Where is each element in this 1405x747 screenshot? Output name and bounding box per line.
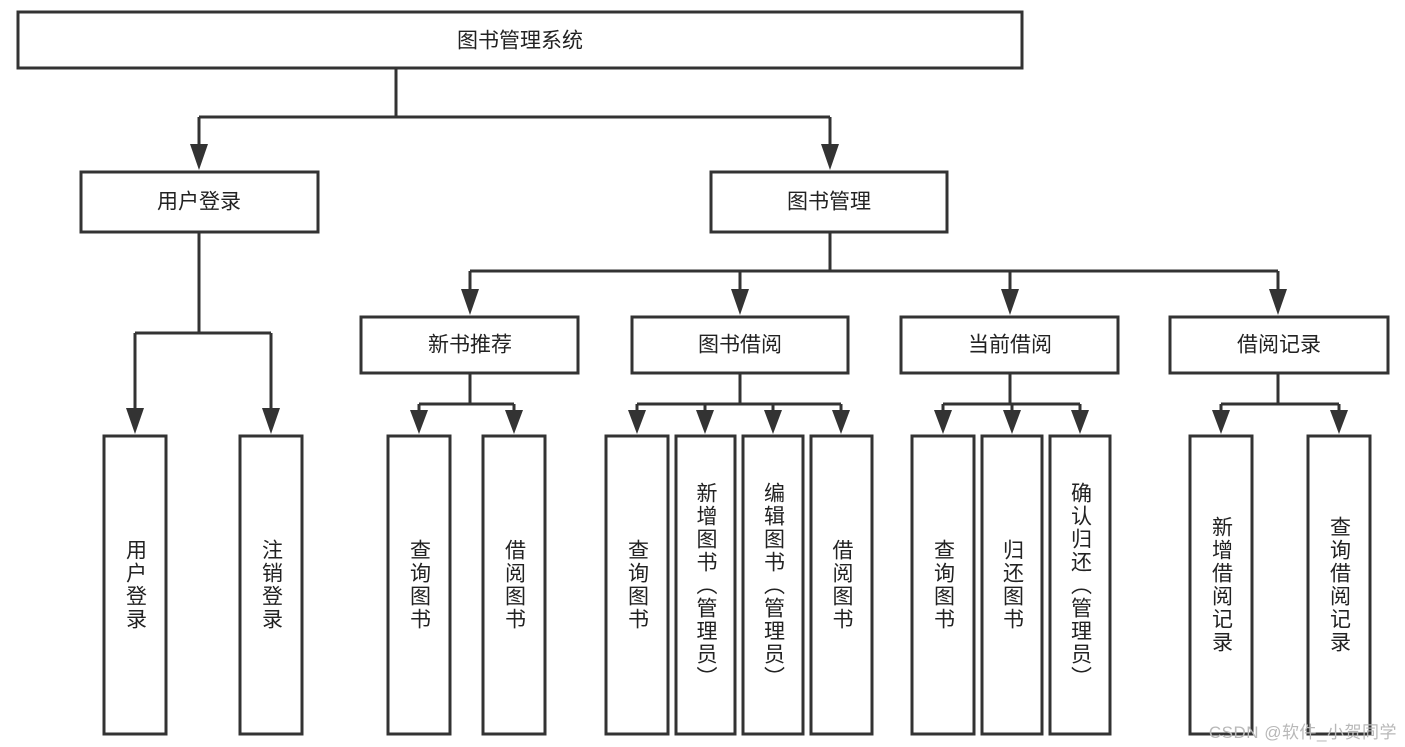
node-nbr-query-book-box[interactable] (386, 434, 452, 736)
node-bb-borrow-book-box[interactable] (809, 434, 874, 736)
node-current-borrow-label: 当前借阅 (968, 334, 1052, 357)
connector-layer (126, 68, 1348, 434)
watermark-text: CSDN @软件_小贺同学 (1208, 723, 1397, 742)
node-bb-add-book-box[interactable] (674, 434, 737, 736)
arrow-user-login-to-user-logout (262, 408, 280, 434)
node-borrow-record-box[interactable] (1168, 315, 1390, 375)
node-br-add-record-box[interactable] (1188, 434, 1254, 736)
node-root-label: 图书管理系统 (457, 30, 583, 53)
node-current-borrow-box[interactable] (899, 315, 1120, 375)
node-cb-confirm-return-box[interactable] (1048, 434, 1112, 736)
node-cb-query-book-box[interactable] (910, 434, 976, 736)
node-cb-return-book-box[interactable] (980, 434, 1044, 736)
node-borrow-record-label: 借阅记录 (1237, 334, 1321, 357)
node-user-login-label: 用户登录 (157, 191, 241, 214)
arrow-cb-to-query-book (934, 410, 952, 434)
arrow-bb-to-borrow-book (832, 410, 850, 434)
arrow-nbr-to-borrow-book (505, 410, 523, 434)
arrow-bb-to-edit-book (764, 410, 782, 434)
arrow-bm-to-current-borrow (1001, 289, 1019, 315)
arrow-bb-to-add-book (696, 410, 714, 434)
arrow-bm-to-new-book-recommend (461, 289, 479, 315)
node-user-login-do-box[interactable] (102, 434, 168, 736)
node-bb-edit-book-box[interactable] (741, 434, 805, 736)
arrow-root-to-user-login (190, 144, 208, 170)
node-user-login-box[interactable] (79, 170, 320, 234)
arrow-br-to-query-record (1330, 410, 1348, 434)
node-book-management-label: 图书管理 (787, 191, 871, 214)
node-new-book-recommend-label: 新书推荐 (428, 334, 512, 357)
arrow-root-to-book-management (821, 144, 839, 170)
arrow-user-login-to-user-login-do (126, 408, 144, 434)
node-br-query-record-box[interactable] (1306, 434, 1372, 736)
node-new-book-recommend-box[interactable] (359, 315, 580, 375)
node-layer: 图书管理系统 用户登录 图书管理 新书推荐 图书借阅 当前借阅 借阅记录 (16, 10, 1390, 736)
arrow-cb-to-return-book (1003, 410, 1021, 434)
arrow-br-to-add-record (1212, 410, 1230, 434)
arrow-bm-to-borrow-record (1269, 289, 1287, 315)
node-bb-query-book-box[interactable] (604, 434, 670, 736)
node-nbr-borrow-book-box[interactable] (481, 434, 547, 736)
node-book-borrow-label: 图书借阅 (698, 334, 782, 357)
arrow-cb-to-confirm-return (1071, 410, 1089, 434)
node-root-box[interactable] (16, 10, 1024, 70)
node-book-management-box[interactable] (709, 170, 949, 234)
node-user-logout-box[interactable] (238, 434, 304, 736)
arrow-bb-to-query-book (628, 410, 646, 434)
arrow-bm-to-book-borrow (731, 289, 749, 315)
arrow-nbr-to-query-book (410, 410, 428, 434)
node-book-borrow-box[interactable] (630, 315, 850, 375)
